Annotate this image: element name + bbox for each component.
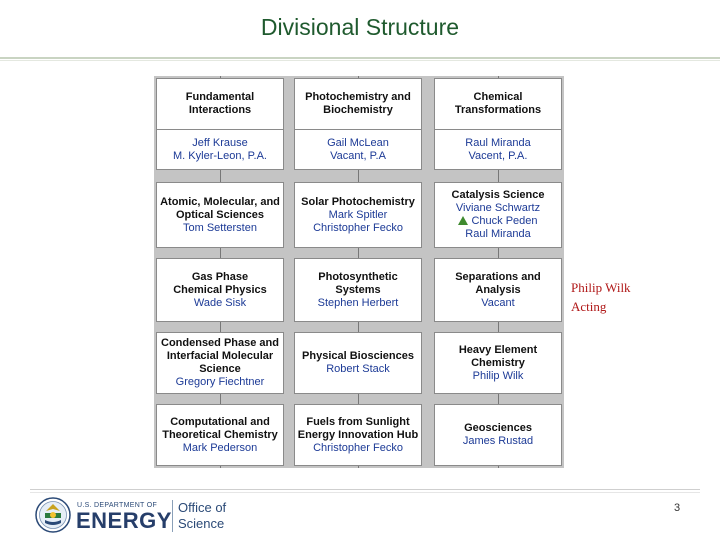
page-number: 3 [674,502,681,514]
division-title: Interactions [188,104,252,116]
program-manager: Viviane Schwartz [455,202,541,214]
division-title: Biochemistry [323,104,393,116]
program-title: Physical Biosciences [302,350,414,362]
program-title: Optical Sciences [175,208,265,221]
program-title: Fuels from Sunlight [306,415,410,428]
division-leader: Raul Miranda [465,136,531,149]
header-divider [295,129,421,130]
division-leader: Gail McLean [327,136,389,149]
program-manager: Philip Wilk [472,369,524,382]
program-manager: Vacant [481,296,515,309]
program-manager: James Rustad [462,435,534,447]
program-manager: Raul Miranda [465,228,531,240]
office-label-line1: Office of [178,500,227,515]
annotation-name: Philip Wilk [571,280,631,295]
division-title: Photochemistry and [305,91,411,103]
program-title: Atomic, Molecular, and [160,195,280,208]
program-title: Catalysis Science [451,189,545,201]
program-manager: Mark Spitler [328,208,388,221]
division-leader: Vacant, P.A [330,149,386,162]
program-manager: Chuck Peden [458,215,538,228]
logo-separator [172,500,173,532]
program-title: Energy Innovation Hub [297,428,419,441]
header-divider [157,129,283,130]
energy-wordmark: ENERGY [76,508,172,533]
program-manager: Mark Pederson [182,441,258,454]
triangle-marker-icon [458,216,469,225]
program-manager: Stephen Herbert [317,296,399,309]
footer-divider-shadow [30,492,700,493]
program-title: Computational and [170,415,270,428]
program-manager: Christopher Fecko [313,441,403,454]
program-manager-name: Chuck Peden [471,215,538,227]
division-title: Transformations [454,104,542,116]
program-manager: Robert Stack [326,363,390,375]
doe-seal-icon [35,497,71,533]
program-title: Analysis [475,283,521,296]
title-divider [0,57,720,59]
division-leader: M. Kyler-Leon, P.A. [173,149,267,162]
program-title: Geosciences [464,422,532,434]
program-title: Separations and [455,270,541,283]
program-manager: Gregory Fiechtner [175,376,265,388]
acting-annotation: Philip Wilk Acting [571,278,631,316]
program-title: Science [199,363,241,375]
annotation-role: Acting [571,299,607,314]
title-divider-shadow [0,60,720,61]
program-title: Heavy Element Chemistry [458,343,538,369]
program-manager: Tom Settersten [183,221,257,234]
program-title: Condensed Phase and [161,337,279,349]
program-title: Solar Photochemistry [301,195,415,208]
slide-title: Divisional Structure [260,14,460,40]
program-title: Chemical Physics [173,283,267,296]
program-title: Photosynthetic Systems [318,270,398,296]
office-label-line2: Science [178,516,225,531]
program-manager: Wade Sisk [193,296,247,309]
division-title: Fundamental [185,91,255,103]
program-manager: Christopher Fecko [313,221,403,234]
program-title: Theoretical Chemistry [162,428,278,441]
header-divider [435,129,561,130]
division-leader: Jeff Krause [192,136,248,149]
division-title: Chemical [473,91,523,103]
department-label: U.S. DEPARTMENT OF [77,502,158,509]
footer-divider [30,489,700,490]
program-title: Gas Phase [191,270,249,283]
program-title: Interfacial Molecular [166,350,274,362]
division-leader: Vacent, P.A. [468,149,528,162]
